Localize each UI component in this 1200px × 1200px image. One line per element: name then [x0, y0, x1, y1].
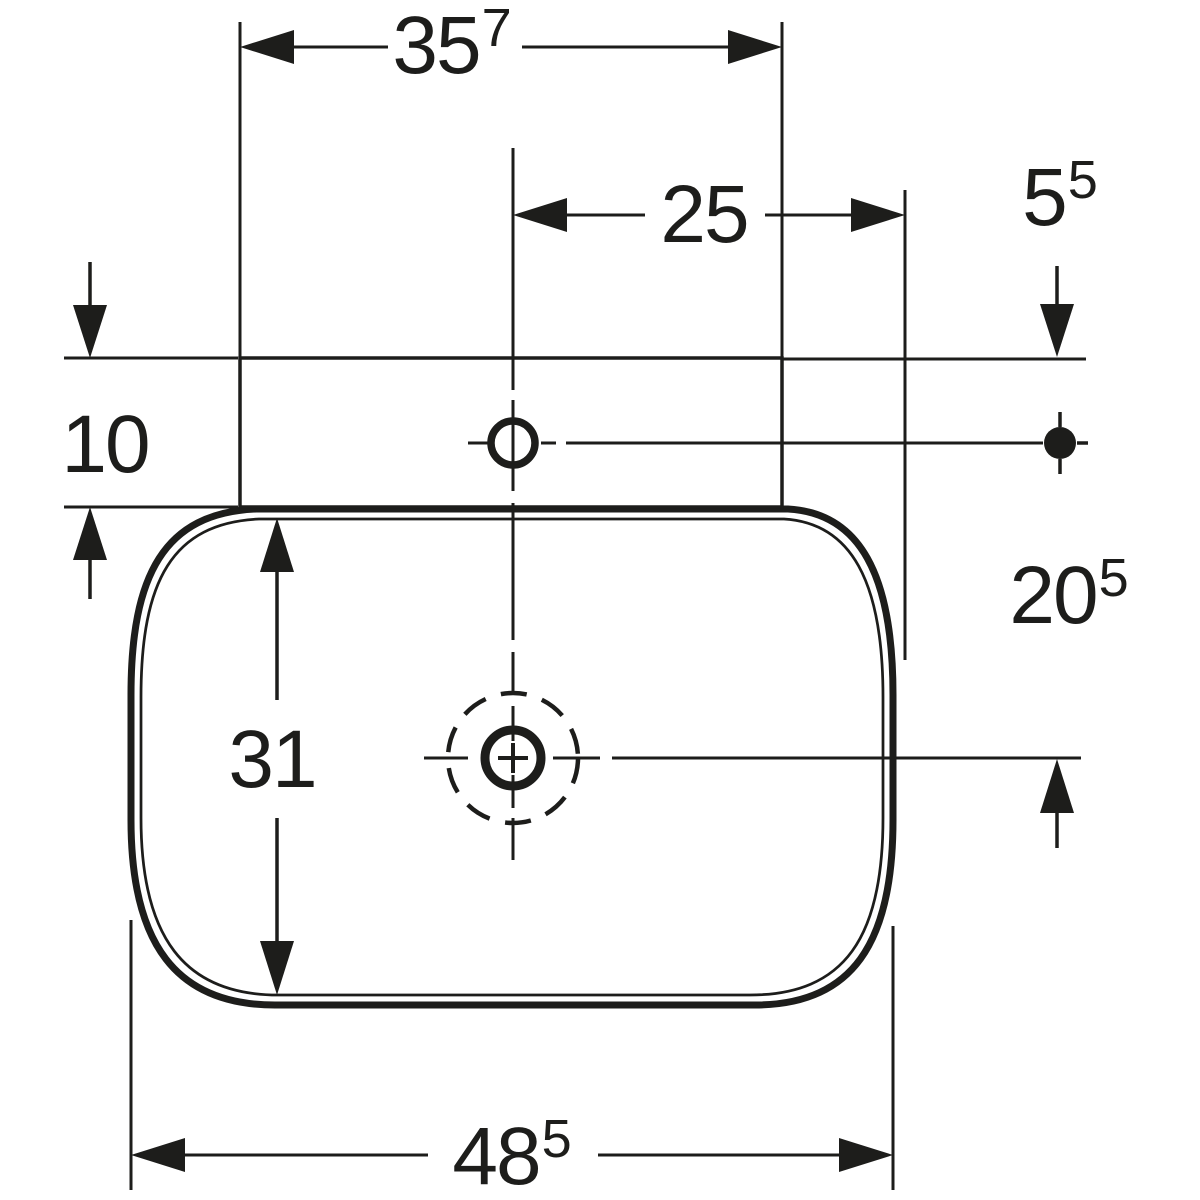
basin-outer-edge — [127, 505, 897, 1009]
dim-superscript: 7 — [481, 0, 512, 58]
dim-value: 48 — [452, 1111, 541, 1200]
dim-tap-to-drain-label: 205 — [1009, 551, 1128, 637]
arrowhead-right — [839, 1138, 893, 1172]
marker-dot — [1044, 427, 1076, 459]
tap-hole-position-marker — [1044, 412, 1076, 474]
dim-basin-depth-label: 31 — [228, 715, 317, 801]
arrowhead-right — [728, 30, 782, 64]
dim-ledge-depth — [64, 262, 238, 599]
arrowhead-up — [260, 518, 294, 572]
arrowhead-left — [240, 30, 294, 64]
dim-value: 35 — [392, 0, 481, 92]
dim-tap-to-drain — [1040, 759, 1074, 848]
dim-superscript: 5 — [541, 1108, 572, 1169]
basin-outline — [127, 505, 897, 1009]
dim-tap-hole-setback-label: 55 — [1022, 153, 1098, 239]
drain — [424, 690, 1081, 826]
dim-value: 5 — [1022, 152, 1068, 244]
dim-value: 20 — [1009, 550, 1098, 642]
arrowhead-up — [1040, 759, 1074, 813]
dim-basin-depth — [260, 518, 294, 995]
dim-superscript: 5 — [1067, 149, 1098, 210]
arrowhead-left — [131, 1138, 185, 1172]
arrowhead-down — [260, 941, 294, 995]
dim-value: 25 — [660, 169, 749, 261]
arrowhead-left — [513, 198, 567, 232]
arrowhead-up — [73, 507, 107, 560]
arrowhead-right — [851, 198, 905, 232]
tap-bank-rect — [238, 356, 784, 509]
arrowhead-down — [73, 305, 107, 358]
dim-value: 31 — [228, 714, 317, 806]
basin-inner-edge — [139, 517, 885, 997]
dim-value: 10 — [61, 399, 150, 491]
tap-bank — [238, 356, 784, 509]
dim-basin-width — [129, 920, 895, 1190]
dim-superscript: 5 — [1098, 547, 1129, 608]
dim-basin-width-label: 485 — [452, 1112, 571, 1198]
dim-tap-hole-setback — [782, 266, 1086, 361]
dim-ledge-depth-label: 10 — [61, 400, 150, 486]
dim-ledge-width — [238, 22, 784, 358]
dim-ledge-width-label: 357 — [392, 1, 511, 87]
arrowhead-down — [1040, 304, 1074, 357]
dim-tap-hole-offset — [513, 190, 907, 660]
dim-tap-hole-offset-label: 25 — [660, 170, 749, 256]
